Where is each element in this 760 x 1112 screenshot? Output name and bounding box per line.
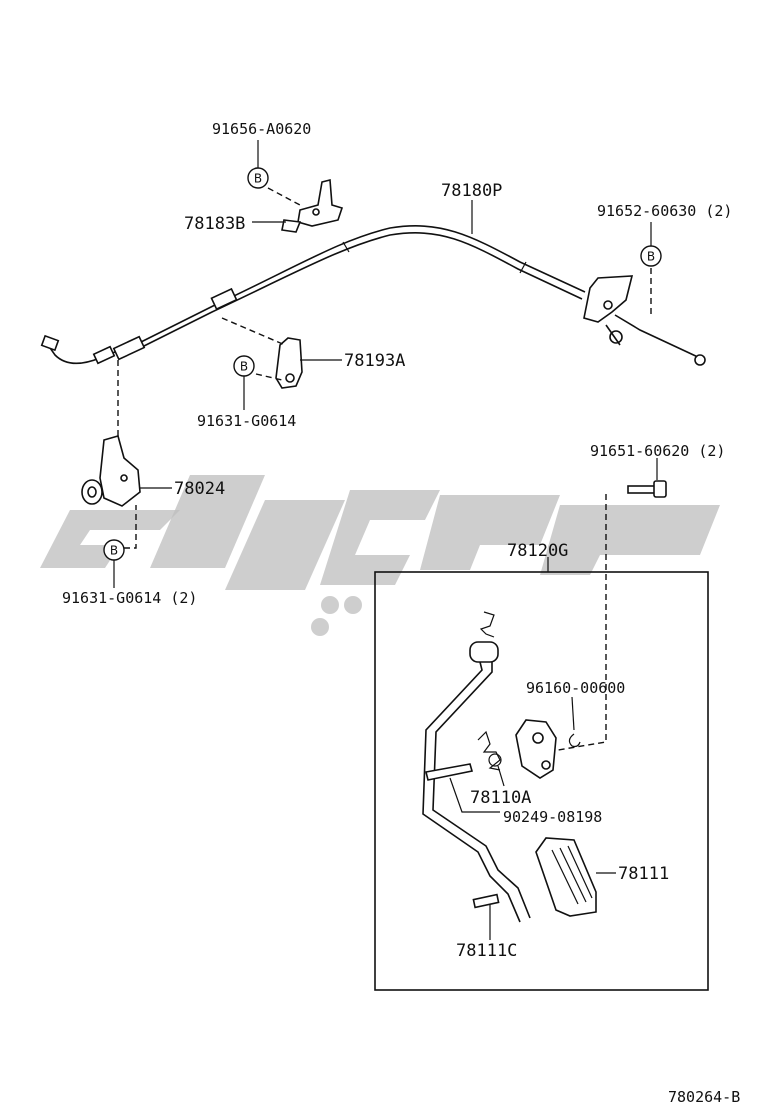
accelerator-pedal-assembly bbox=[422, 611, 597, 923]
label-78024: 78024 bbox=[174, 479, 225, 499]
label-91631-g0614-2: 91631-G0614 (2) bbox=[62, 589, 197, 607]
label-78110a: 78110A bbox=[470, 788, 531, 808]
label-91631-g0614: 91631-G0614 bbox=[197, 412, 296, 430]
callout-b-letter: B bbox=[240, 360, 248, 374]
bracket-78183b bbox=[281, 178, 344, 233]
callout-b-marker bbox=[103, 539, 125, 561]
callout-b-markers: B B B B bbox=[103, 167, 662, 561]
callout-b-letter: B bbox=[647, 250, 655, 264]
label-96160-00600: 96160-00600 bbox=[526, 679, 625, 697]
callout-b-marker bbox=[640, 245, 662, 267]
part-labels: 91656-A0620 78183B 78180P 91652-60630 (2… bbox=[62, 120, 740, 1106]
label-78183b: 78183B bbox=[184, 214, 245, 234]
bracket-78024 bbox=[81, 435, 141, 507]
label-91651-60620: 91651-60620 (2) bbox=[590, 442, 725, 460]
label-91656-a0620: 91656-A0620 bbox=[212, 120, 311, 138]
label-78180p: 78180P bbox=[441, 181, 502, 201]
label-78120g: 78120G bbox=[507, 541, 568, 561]
leader-lines bbox=[113, 140, 658, 940]
callout-b-marker bbox=[233, 355, 255, 377]
throttle-bracket bbox=[583, 275, 634, 346]
label-91652-60630: 91652-60630 (2) bbox=[597, 202, 732, 220]
bolt-91651 bbox=[627, 480, 667, 498]
pedal-assembly-box bbox=[374, 571, 709, 991]
callout-b-letter: B bbox=[110, 544, 118, 558]
watermark-logo bbox=[40, 475, 720, 636]
dashed-guides bbox=[117, 187, 652, 751]
throttle-cable bbox=[40, 225, 706, 366]
bracket-78193a bbox=[275, 337, 303, 389]
label-78193a: 78193A bbox=[344, 351, 405, 371]
diagram-code: 780264-B bbox=[668, 1088, 740, 1106]
label-78111: 78111 bbox=[618, 864, 669, 884]
label-90249-08198: 90249-08198 bbox=[503, 808, 602, 826]
callout-b-marker bbox=[247, 167, 269, 189]
label-78111c: 78111C bbox=[456, 941, 517, 961]
callout-b-letter: B bbox=[254, 172, 262, 186]
